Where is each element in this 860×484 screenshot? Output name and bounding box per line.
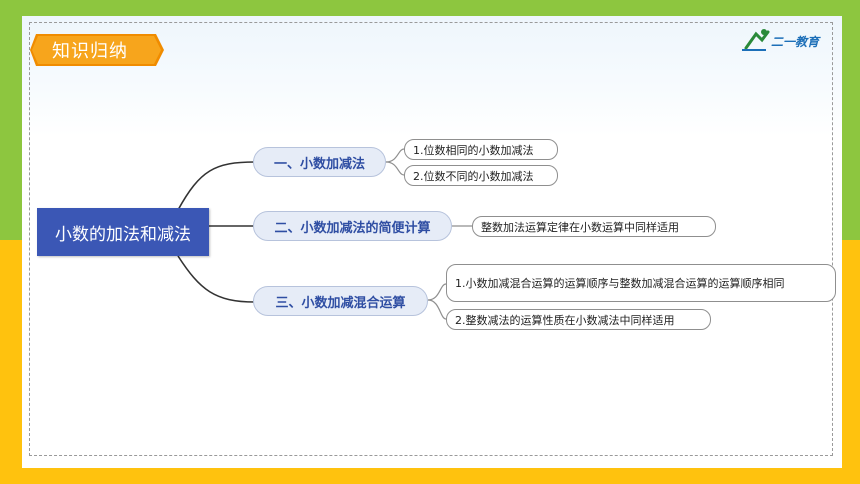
sky-gradient: [22, 16, 842, 136]
brand-name: 二一教育: [771, 35, 820, 49]
dashed-frame: [29, 22, 833, 456]
mindmap-leaf: 整数加法运算定律在小数运算中同样适用: [472, 216, 716, 237]
mindmap-branch-2: 二、小数加减法的简便计算: [253, 211, 452, 241]
mindmap-leaf: 1.小数加减混合运算的运算顺序与整数加减混合运算的运算顺序相同: [446, 264, 836, 302]
section-tag-label: 知识归纳: [52, 41, 128, 62]
mindmap-branch-3: 三、小数加减混合运算: [253, 286, 428, 316]
brand-logo-icon: [742, 29, 770, 51]
mindmap-branch-1: 一、小数加减法: [253, 147, 386, 177]
mindmap-leaf: 2.整数减法的运算性质在小数减法中同样适用: [446, 309, 711, 330]
mindmap-root-node: 小数的加法和减法: [37, 208, 209, 256]
section-tag-shape: [30, 34, 164, 66]
mindmap-leaf: 1.位数相同的小数加减法: [404, 139, 558, 160]
mindmap-leaf: 2.位数不同的小数加减法: [404, 165, 558, 186]
